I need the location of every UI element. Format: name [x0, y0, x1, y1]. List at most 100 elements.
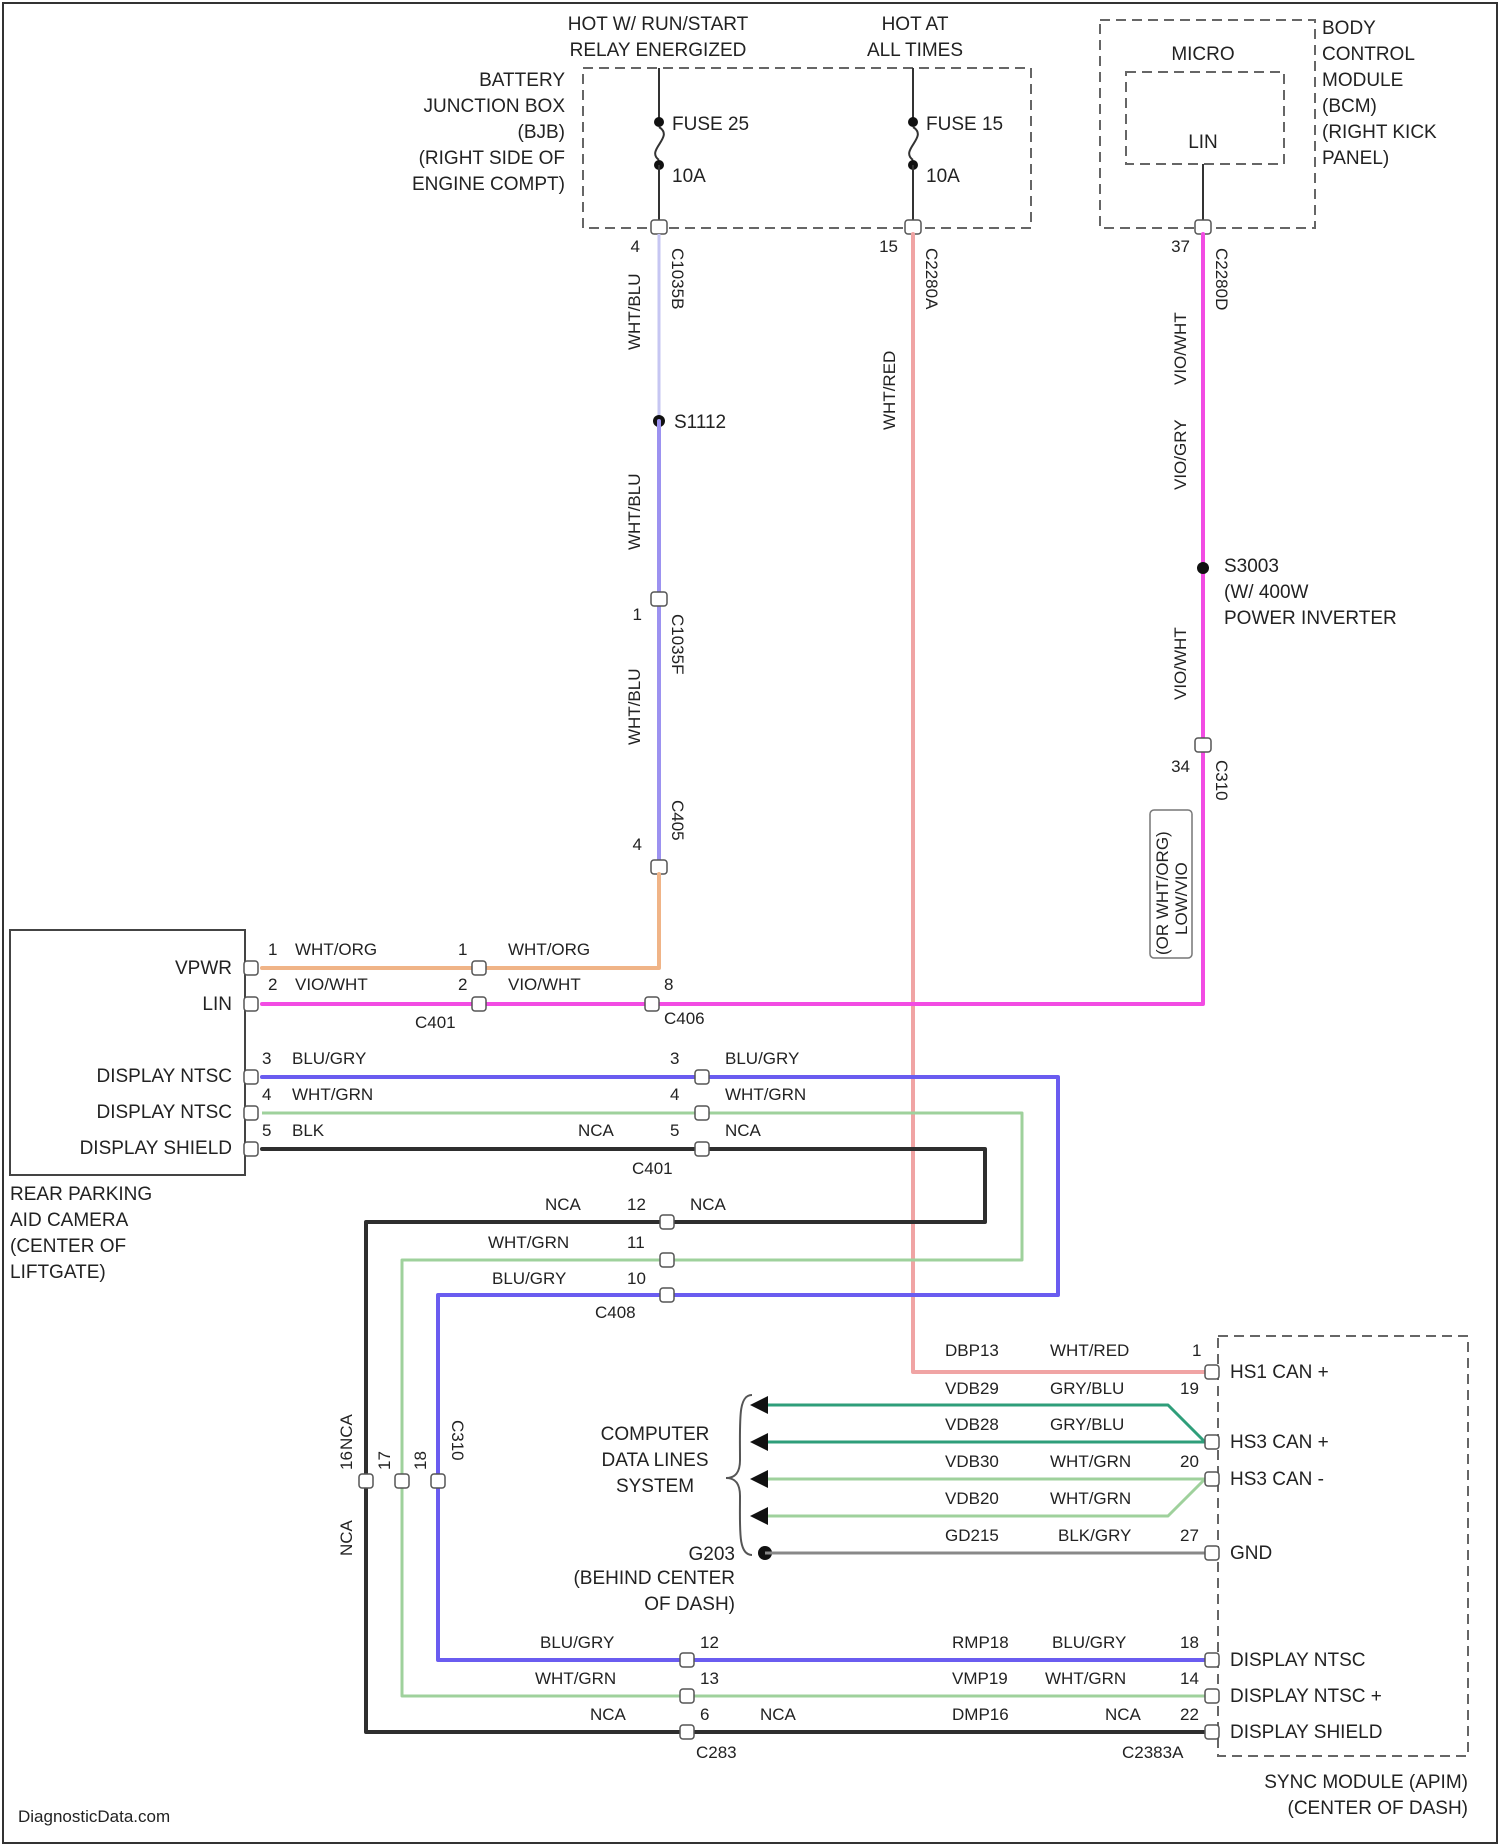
splice-s3003-note-2: POWER INVERTER	[1224, 608, 1397, 629]
ground-note-1: (BEHIND CENTER	[573, 1568, 735, 1589]
cam-wire-3a: BLU/GRY	[292, 1049, 366, 1068]
cam-wire-4a: WHT/GRN	[292, 1085, 373, 1104]
fuse-25-pin-connector	[651, 220, 667, 234]
c310b-pin-17: 17	[375, 1451, 394, 1470]
cdl-circuit-vdb30: VDB30	[945, 1452, 999, 1471]
fuse-25-conn: C1035B	[668, 248, 687, 309]
c1035f-connector	[651, 592, 667, 606]
wire-label-wht-blu-1: WHT/BLU	[625, 274, 644, 351]
fuse-15-name: FUSE 15	[926, 114, 1003, 135]
ground-note-2: OF DASH)	[644, 1594, 735, 1615]
sync-color-rmp18: BLU/GRY	[1052, 1633, 1126, 1652]
camera-pin-ntsc-1: DISPLAY NTSC	[96, 1066, 232, 1087]
cam-pin-1: 1	[268, 940, 277, 959]
splice-s3003-dot	[1197, 562, 1209, 574]
wire-label-wht-blu-2: WHT/BLU	[625, 474, 644, 551]
cdl-color-vdb20: WHT/GRN	[1050, 1489, 1131, 1508]
camera-pin-lin: LIN	[202, 994, 232, 1015]
bcm-label-2: CONTROL	[1322, 44, 1415, 65]
sync-conn: C2383A	[1122, 1743, 1184, 1762]
cam-connector-5	[244, 1142, 258, 1156]
cdl-pin-19: 19	[1180, 1379, 1199, 1398]
c283-connector-12	[680, 1653, 694, 1667]
cam-c1-pin-2: 2	[458, 975, 467, 994]
cdl-arrow-3	[750, 1470, 768, 1488]
fuse-25-pin: 4	[631, 237, 640, 256]
bcm-pin: 37	[1171, 237, 1190, 256]
cdl-circuit-dbp13: DBP13	[945, 1341, 999, 1360]
sync-pin-ntsc-2	[1205, 1689, 1219, 1703]
c310b-label: C310	[448, 1420, 467, 1461]
camera-label-1: REAR PARKING	[10, 1184, 152, 1205]
c310b-nca-bottom: NCA	[337, 1519, 356, 1556]
splice-s3003: S3003	[1224, 556, 1279, 577]
sync-label-hs3-plus: HS3 CAN +	[1230, 1432, 1329, 1453]
all-times-header-1: HOT AT	[882, 14, 949, 35]
wire-vio-wht	[262, 234, 1203, 1004]
c406-pin-8: 8	[664, 975, 673, 994]
cdl-pin-27: 27	[1180, 1526, 1199, 1545]
c401-connector-1	[472, 961, 486, 975]
fuse-15-pin: 15	[879, 237, 898, 256]
c283-wire-13: WHT/GRN	[535, 1669, 616, 1688]
cam-connector-4	[244, 1106, 258, 1120]
c401-connector-2	[472, 997, 486, 1011]
cam-pin-5: 5	[262, 1121, 271, 1140]
bcm-label-3: MODULE	[1322, 70, 1403, 91]
sync-pin-ntsc-1	[1205, 1653, 1219, 1667]
bcm-lin: LIN	[1188, 132, 1218, 153]
bcm-micro: MICRO	[1171, 44, 1234, 65]
cam-wire-2a: VIO/WHT	[295, 975, 368, 994]
c283-label: C283	[696, 1743, 737, 1762]
c401-connector-4	[695, 1106, 709, 1120]
c283-pin-12: 12	[700, 1633, 719, 1652]
sync-pin-hs3-minus	[1205, 1472, 1219, 1486]
sync-pin-shield	[1205, 1725, 1219, 1739]
cam-connector-3	[244, 1070, 258, 1084]
c405-conn: C405	[668, 800, 687, 841]
c408-pin-12: 12	[627, 1195, 646, 1214]
c283-nca-right: NCA	[760, 1705, 797, 1724]
c310-connector	[1195, 738, 1211, 752]
cam-wire-5b: NCA	[578, 1121, 615, 1140]
run-start-header-2: RELAY ENERGIZED	[570, 40, 747, 61]
sync-pin-22: 22	[1180, 1705, 1199, 1724]
cam-wire-4b: WHT/GRN	[725, 1085, 806, 1104]
c310b-connector-18	[431, 1474, 445, 1488]
cam-c2-pin-5: 5	[670, 1121, 679, 1140]
c401-label: C401	[415, 1013, 456, 1032]
bcm-label-6: PANEL)	[1322, 148, 1389, 169]
cam-wire-5a: BLK	[292, 1121, 325, 1140]
cam-c2-pin-3: 3	[670, 1049, 679, 1068]
c408-nca-left: NCA	[545, 1195, 582, 1214]
wire-label-wht-red: WHT/RED	[880, 351, 899, 430]
alt-wire-2: LOW/VIO	[1172, 862, 1191, 935]
c405-pin: 4	[633, 835, 642, 854]
bcm-conn: C2280D	[1212, 248, 1231, 310]
fuse-25-name: FUSE 25	[672, 114, 749, 135]
c310b-pin-18: 18	[411, 1451, 430, 1470]
cam-wire-1b: WHT/ORG	[508, 940, 590, 959]
c310-conn: C310	[1212, 760, 1231, 801]
sync-circuit-dmp16: DMP16	[952, 1705, 1009, 1724]
bcm-label-1: BODY	[1322, 18, 1376, 39]
fuse-15-pin-connector	[905, 220, 921, 234]
fuse-15-dot-top	[908, 117, 918, 127]
bjb-label-2: JUNCTION BOX	[424, 96, 566, 117]
sync-color-dmp16: NCA	[1105, 1705, 1142, 1724]
cdl-color-gd215: BLK/GRY	[1058, 1526, 1131, 1545]
camera-pin-vpwr: VPWR	[175, 958, 232, 979]
cam-pin-2: 2	[268, 975, 277, 994]
cam-connector-2	[244, 997, 258, 1011]
sync-label-ntsc-1: DISPLAY NTSC	[1230, 1650, 1366, 1671]
sync-circuit-rmp18: RMP18	[952, 1633, 1009, 1652]
c310b-pin-16: 16	[337, 1451, 356, 1470]
cam-wire-2b: VIO/WHT	[508, 975, 581, 994]
fuse-25-symbol	[655, 127, 664, 160]
cdl-brace	[726, 1395, 752, 1555]
cdl-pin-20: 20	[1180, 1452, 1199, 1471]
cam-c1-pin-1: 1	[458, 940, 467, 959]
cdl-pin-1: 1	[1192, 1341, 1201, 1360]
c283-pin-6: 6	[700, 1705, 709, 1724]
